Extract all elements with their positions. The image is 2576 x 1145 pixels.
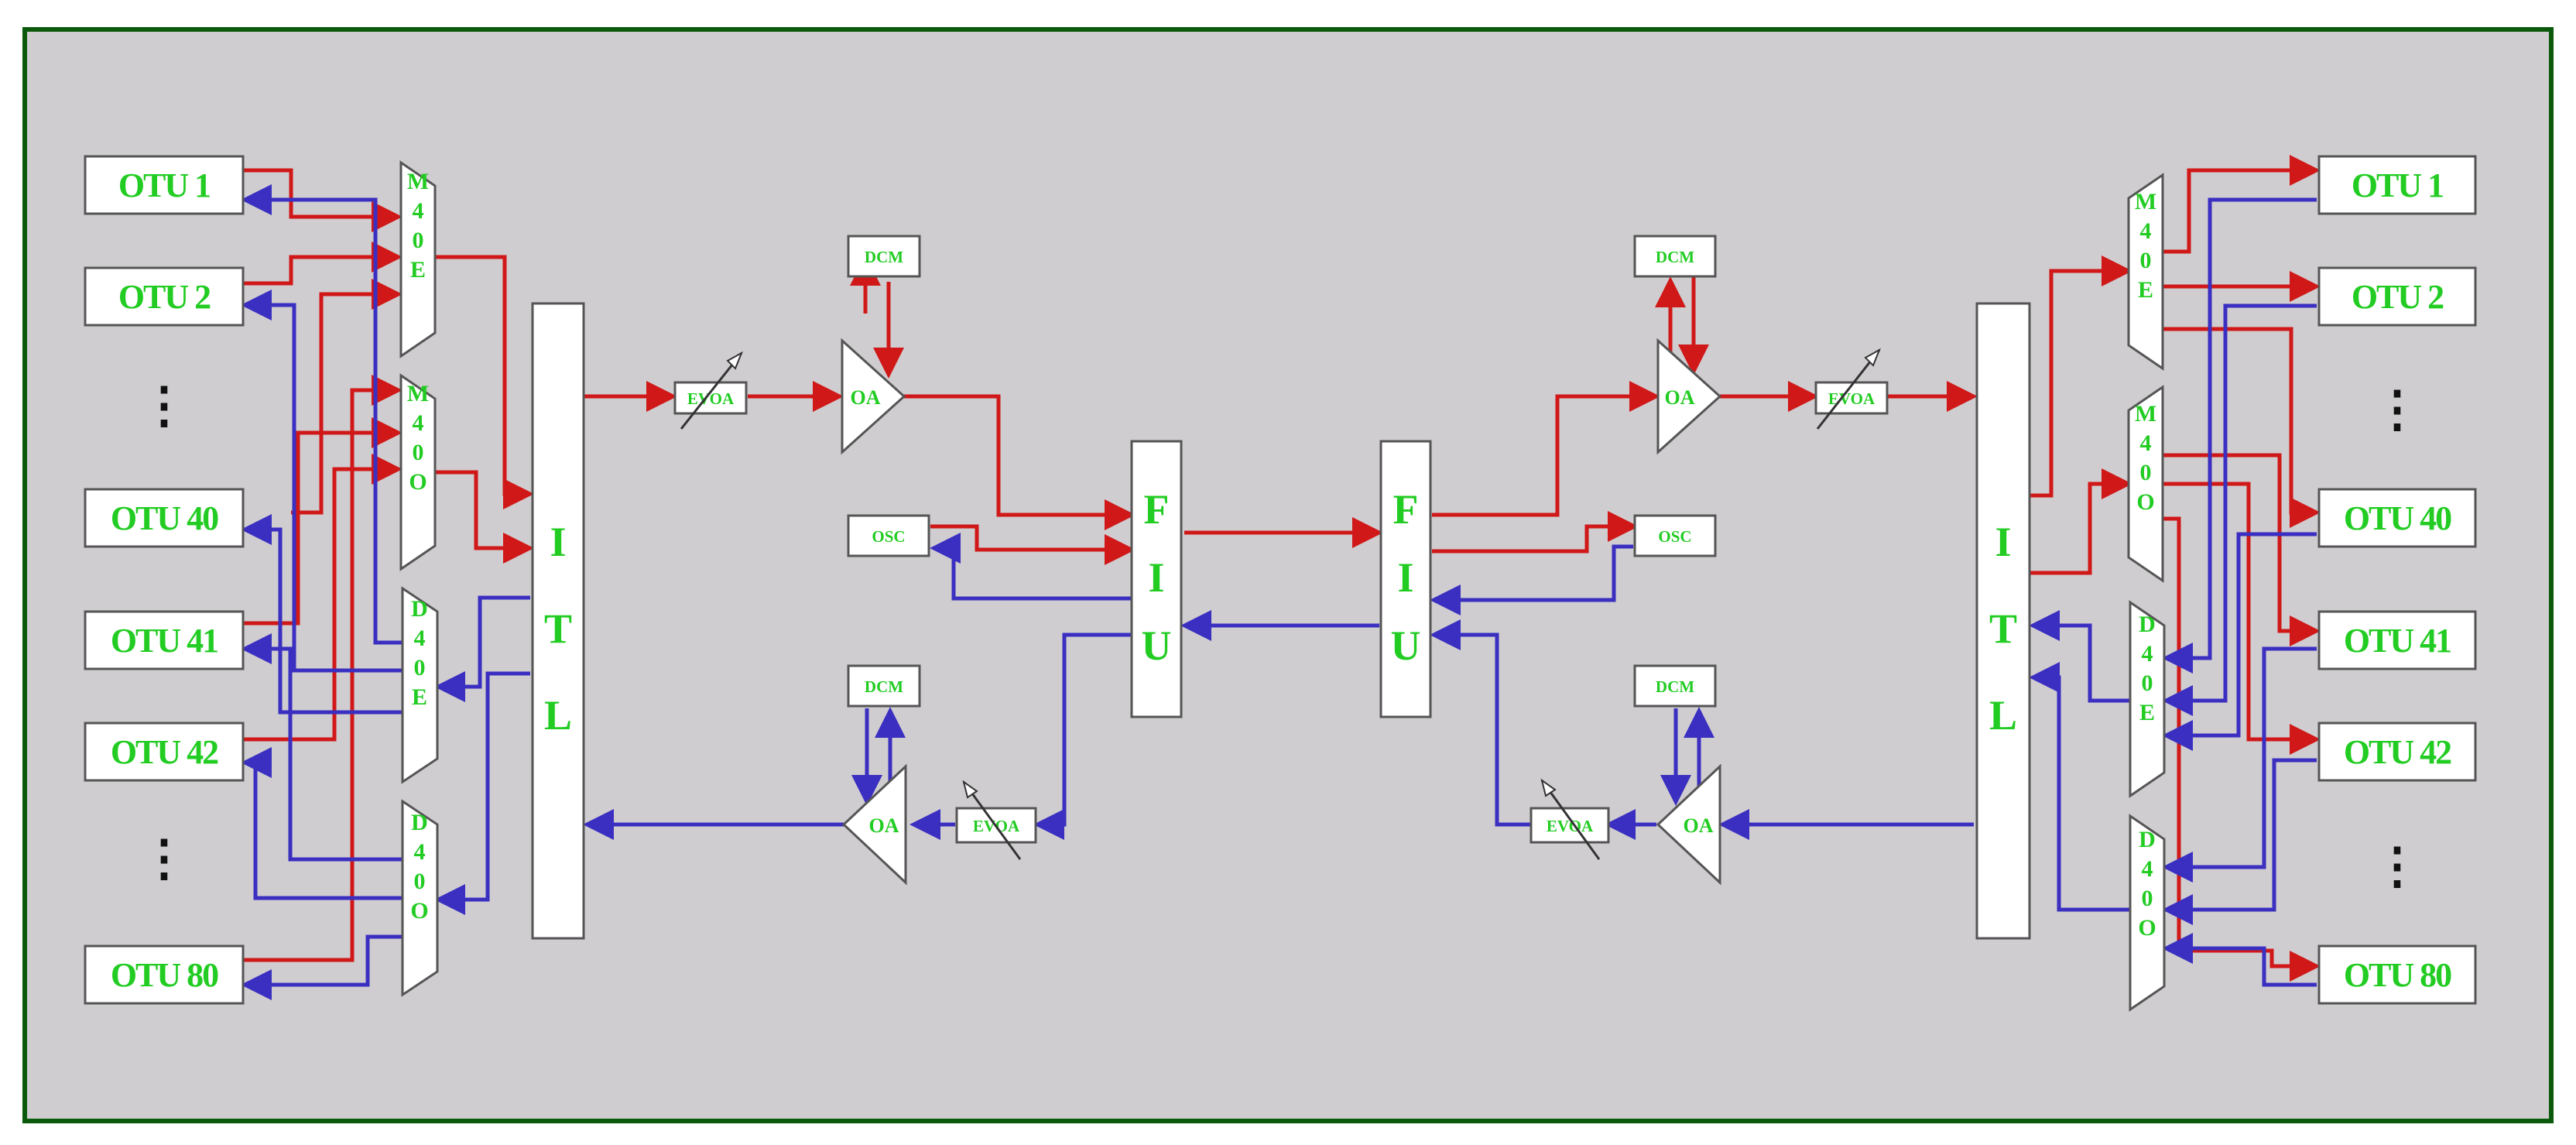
- oa-right-top-label: OA: [1665, 386, 1695, 409]
- fiu-left-letter-i: I: [1148, 554, 1164, 601]
- left-itl-letter-t: T: [544, 605, 572, 652]
- right-itl-letter-t: T: [1989, 605, 2017, 652]
- evoa-left-bottom[interactable]: EVOA: [955, 780, 1037, 860]
- right-otu-40-label: OTU 40: [2344, 499, 2451, 537]
- left-itl[interactable]: I T L: [531, 302, 585, 940]
- dcm-right-bottom[interactable]: DCM: [1633, 664, 1717, 708]
- left-ellipsis-upper: ⋮: [139, 378, 189, 433]
- evoa-right-bottom[interactable]: EVOA: [1530, 778, 1610, 860]
- right-itl-letter-i: I: [1995, 519, 2011, 565]
- fiu-right-letter-f: F: [1393, 486, 1419, 533]
- oa-right-bottom[interactable]: OA: [1656, 763, 1721, 886]
- left-otu-2-label: OTU 2: [118, 278, 211, 316]
- left-otu-80-label: OTU 80: [111, 956, 218, 994]
- dcm-left-bottom-label: DCM: [865, 677, 903, 696]
- right-otu-2[interactable]: OTU 2: [2317, 266, 2477, 327]
- right-otu-2-label: OTU 2: [2352, 278, 2444, 316]
- left-otu-41[interactable]: OTU 41: [84, 610, 245, 670]
- right-otu-1-label: OTU 1: [2352, 166, 2443, 204]
- left-ellipsis-lower: ⋮: [139, 831, 189, 886]
- osc-left-label: OSC: [872, 527, 905, 546]
- osc-right[interactable]: OSC: [1633, 514, 1717, 557]
- right-itl-letter-l: L: [1989, 692, 2017, 739]
- left-otu-40[interactable]: OTU 40: [84, 488, 245, 548]
- right-otu-41[interactable]: OTU 41: [2317, 610, 2477, 670]
- evoa-right-top[interactable]: EVOA: [1814, 348, 1889, 430]
- dcm-left-top[interactable]: DCM: [847, 235, 921, 278]
- right-ellipsis-upper: ⋮: [2372, 382, 2422, 437]
- oa-left-bottom[interactable]: OA: [841, 763, 907, 886]
- left-itl-letter-l: L: [544, 692, 572, 739]
- oa-left-bottom-label: OA: [869, 814, 899, 837]
- right-wiring: [1989, 155, 2321, 987]
- right-otu-41-label: OTU 41: [2344, 622, 2451, 660]
- dcm-right-bottom-label: DCM: [1656, 677, 1694, 696]
- osc-right-label: OSC: [1658, 527, 1691, 546]
- right-otu-40[interactable]: OTU 40: [2317, 488, 2477, 548]
- left-otu-41-label: OTU 41: [111, 622, 218, 660]
- left-otu-42-label: OTU 42: [111, 733, 218, 771]
- dcm-left-bottom[interactable]: DCM: [847, 664, 921, 708]
- left-otu-group: OTU 1 OTU 2 ⋮ OTU 40 OTU 41 OTU 42 ⋮ OTU…: [84, 155, 245, 1005]
- oa-right-top[interactable]: OA: [1656, 338, 1722, 455]
- right-otu-group: OTU 1 OTU 2 ⋮ OTU 40 OTU 41 OTU 42 ⋮ OTU…: [2317, 155, 2477, 1005]
- dcm-left-top-label: DCM: [865, 248, 903, 266]
- oa-left-top[interactable]: OA: [841, 338, 906, 455]
- fiu-right[interactable]: F I U: [1379, 440, 1432, 718]
- left-otu-40-label: OTU 40: [111, 499, 218, 537]
- right-otu-42-label: OTU 42: [2344, 733, 2451, 771]
- oa-left-top-label: OA: [851, 386, 881, 409]
- dcm-right-top-label: DCM: [1656, 248, 1694, 266]
- fiu-left-letter-u: U: [1142, 622, 1172, 669]
- left-wiring: [241, 168, 534, 1000]
- evoa-left-top[interactable]: EVOA: [673, 351, 748, 430]
- left-otu-1-label: OTU 1: [118, 166, 210, 204]
- right-otu-1[interactable]: OTU 1: [2317, 155, 2477, 215]
- fiu-right-letter-i: I: [1397, 554, 1413, 601]
- right-ellipsis-lower: ⋮: [2372, 838, 2422, 893]
- oa-right-bottom-label: OA: [1684, 814, 1714, 837]
- left-otu-80[interactable]: OTU 80: [84, 944, 245, 1005]
- right-otu-80[interactable]: OTU 80: [2317, 944, 2477, 1005]
- left-otu-2[interactable]: OTU 2: [84, 266, 245, 327]
- left-otu-1[interactable]: OTU 1: [84, 155, 245, 215]
- dcm-right-top[interactable]: DCM: [1633, 235, 1717, 278]
- osc-left[interactable]: OSC: [847, 514, 930, 557]
- left-itl-letter-i: I: [550, 519, 566, 565]
- fiu-right-letter-u: U: [1391, 622, 1421, 669]
- fiu-left[interactable]: F I U: [1130, 440, 1183, 718]
- left-otu-42[interactable]: OTU 42: [84, 722, 245, 782]
- right-otu-80-label: OTU 80: [2344, 956, 2451, 994]
- right-otu-42[interactable]: OTU 42: [2317, 722, 2477, 782]
- right-itl[interactable]: I T L: [1975, 302, 2031, 940]
- fiu-left-letter-f: F: [1144, 486, 1170, 533]
